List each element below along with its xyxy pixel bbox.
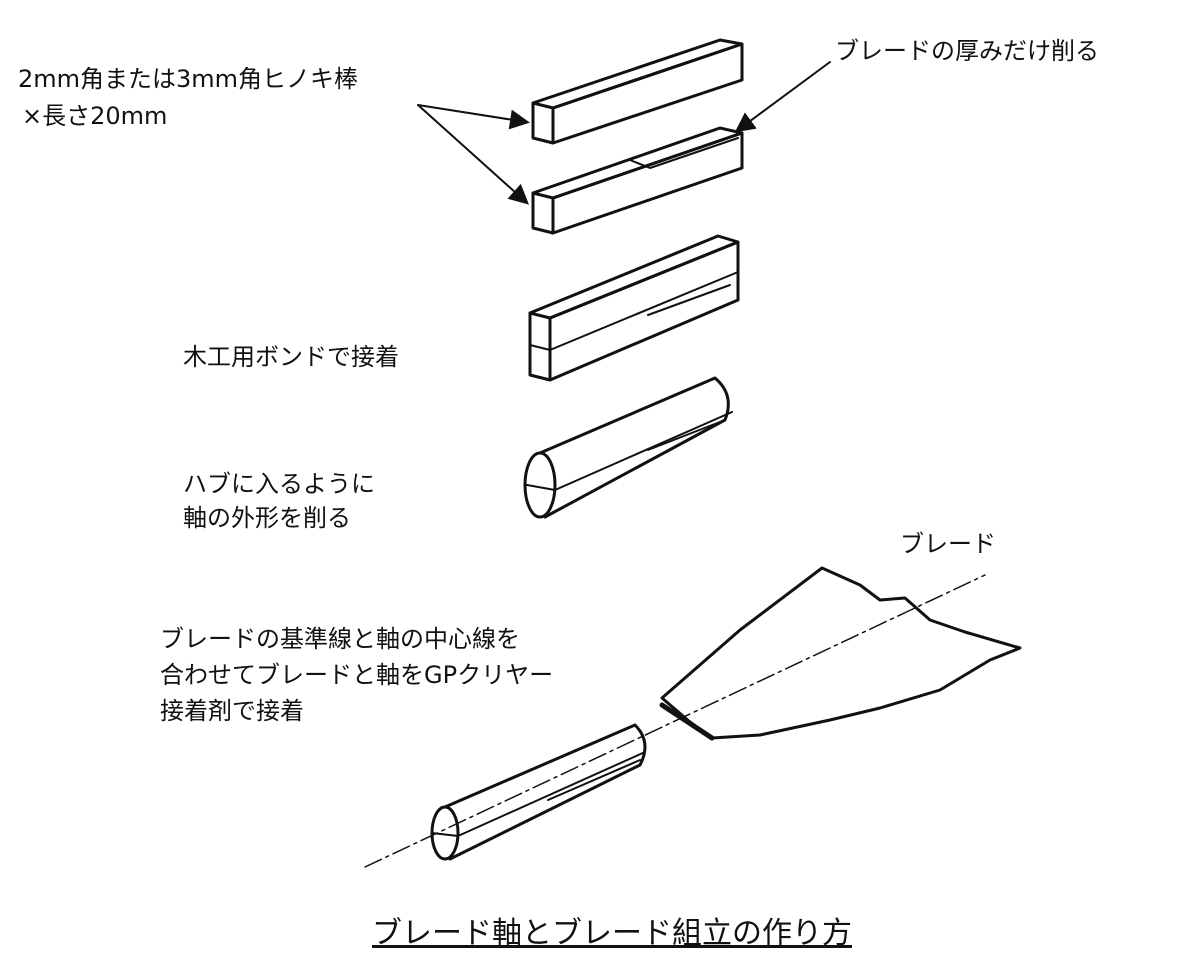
blade-shape [659, 566, 1022, 741]
assemble-label-line3: 接着剤で接着 [160, 697, 304, 725]
material-label-line1: 2mm角または3mm角ヒノキ棒 [18, 65, 359, 93]
blade-label: ブレード [900, 530, 996, 558]
center-line [364, 574, 986, 868]
shape-label-line2: 軸の外形を削る [183, 504, 351, 532]
diagram-title: ブレード軸とブレード組立の作り方 [372, 916, 852, 951]
shape-label-line1: ハブに入るように [183, 470, 375, 498]
shave-label: ブレードの厚みだけ削る [835, 37, 1099, 65]
stick-notched [531, 126, 744, 235]
stick-plain [531, 38, 744, 145]
arrows [417, 61, 831, 205]
blade-shaft [430, 723, 647, 861]
material-label-line2: ×長さ20mm [22, 102, 168, 130]
assemble-label-line2: 合わせてブレードと軸をGPクリヤー [160, 661, 554, 689]
assemble-label-line1: ブレードの基準線と軸の中心線を [160, 625, 520, 653]
stick-glued [528, 234, 740, 382]
glue-label: 木工用ボンドで接着 [183, 343, 399, 371]
stick-rounded [523, 376, 733, 519]
